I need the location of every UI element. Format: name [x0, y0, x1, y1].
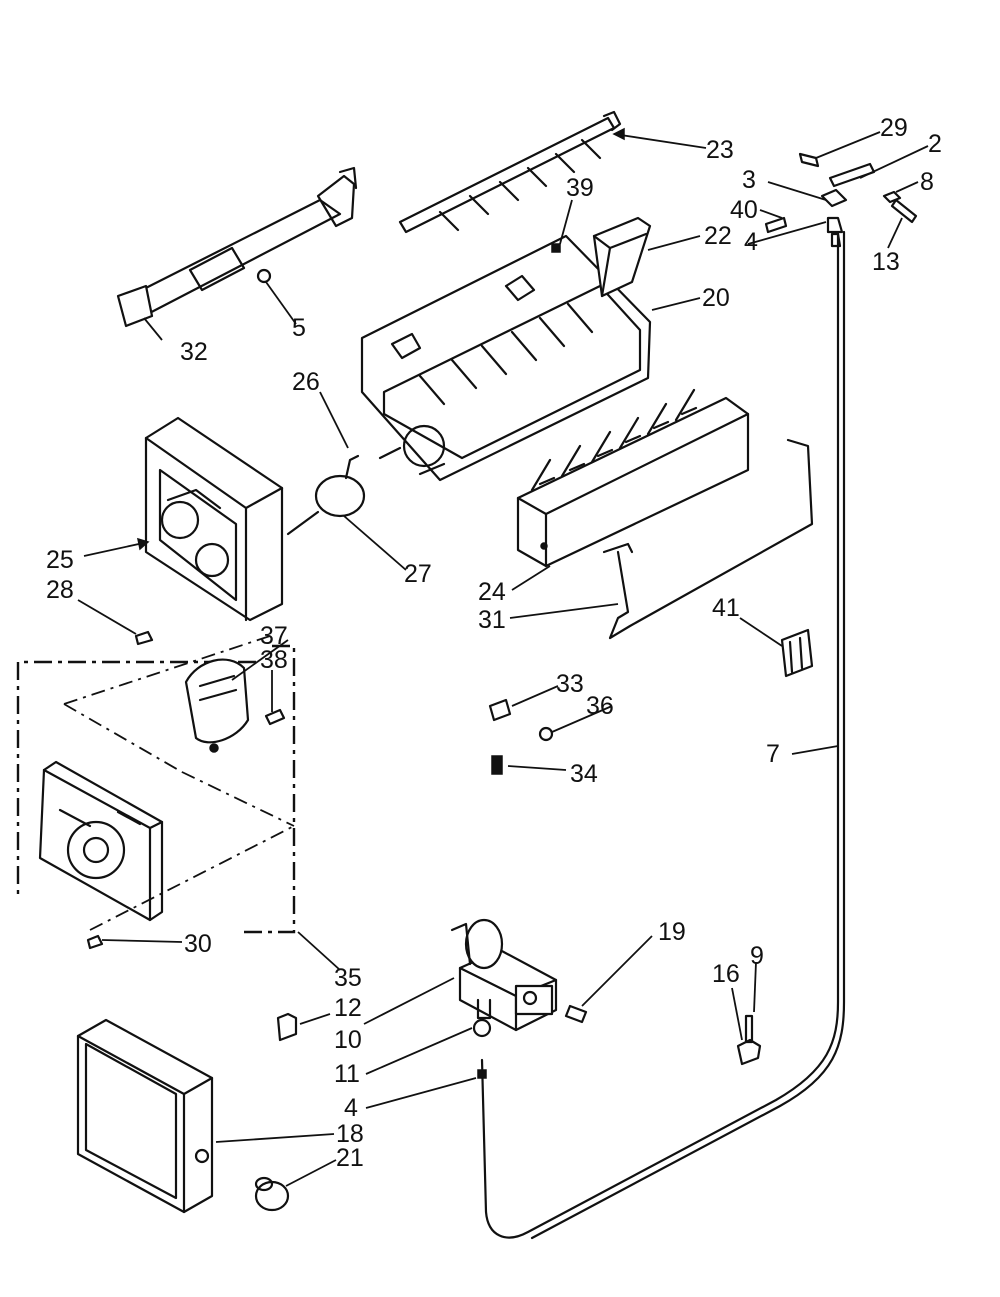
callout-29: 29	[880, 114, 908, 142]
callout-38: 38	[260, 646, 288, 674]
callout-10: 10	[334, 1026, 362, 1054]
fasteners-center	[488, 698, 554, 775]
leader-lines	[77, 127, 929, 1187]
knob	[254, 1176, 290, 1212]
callout-11: 11	[334, 1060, 360, 1088]
callout-13: 13	[872, 248, 900, 276]
stripper-tray	[516, 388, 750, 568]
callout-27: 27	[404, 560, 432, 588]
callout-33: 33	[556, 670, 584, 698]
motor-27	[286, 454, 366, 536]
callout-24: 24	[478, 578, 506, 606]
shutoff-arm	[602, 438, 814, 640]
callout-5: 5	[292, 314, 306, 342]
callout-21: 21	[336, 1144, 364, 1172]
callout-25: 25	[46, 546, 74, 574]
callout-3: 3	[742, 166, 756, 194]
callout-41: 41	[712, 594, 740, 622]
callout-23: 23	[706, 136, 734, 164]
callout-31: 31	[478, 606, 506, 634]
module-group-outline	[16, 635, 296, 934]
water-valve	[450, 918, 558, 1032]
water-line	[472, 230, 846, 1240]
callout-35: 35	[334, 964, 362, 992]
callout-34: 34	[570, 760, 598, 788]
callout-9: 9	[750, 942, 764, 970]
callout-18: 18	[336, 1120, 364, 1148]
callout-7: 7	[766, 740, 780, 768]
callout-labels: 29 2 3 8 40 13 4 23 39 22 20 5 32 26 27 …	[46, 114, 942, 1172]
front-cover	[76, 1018, 214, 1214]
ejector-rake	[398, 110, 622, 234]
callout-40: 40	[730, 196, 758, 224]
mold-shield	[592, 216, 652, 298]
callout-8: 8	[920, 168, 934, 196]
callout-12: 12	[334, 994, 362, 1022]
callout-22: 22	[704, 222, 732, 250]
callout-39: 39	[566, 174, 594, 202]
callout-4-bottom: 4	[344, 1094, 358, 1122]
drive-motor	[184, 658, 250, 753]
clip-41	[780, 628, 814, 678]
fill-tube	[116, 166, 358, 328]
callout-19: 19	[658, 918, 686, 946]
control-module	[38, 760, 164, 922]
callout-30: 30	[184, 930, 212, 958]
callout-4-top: 4	[744, 228, 758, 256]
callout-32: 32	[180, 338, 208, 366]
callout-37: 37	[260, 622, 288, 650]
callout-16: 16	[712, 960, 740, 988]
callout-26: 26	[292, 368, 320, 396]
callout-20: 20	[702, 284, 730, 312]
small-parts	[86, 630, 762, 1066]
callout-2: 2	[928, 130, 942, 158]
inlet-fittings	[764, 152, 918, 248]
callout-28: 28	[46, 576, 74, 604]
control-housing	[144, 416, 284, 622]
callout-36: 36	[586, 692, 614, 720]
